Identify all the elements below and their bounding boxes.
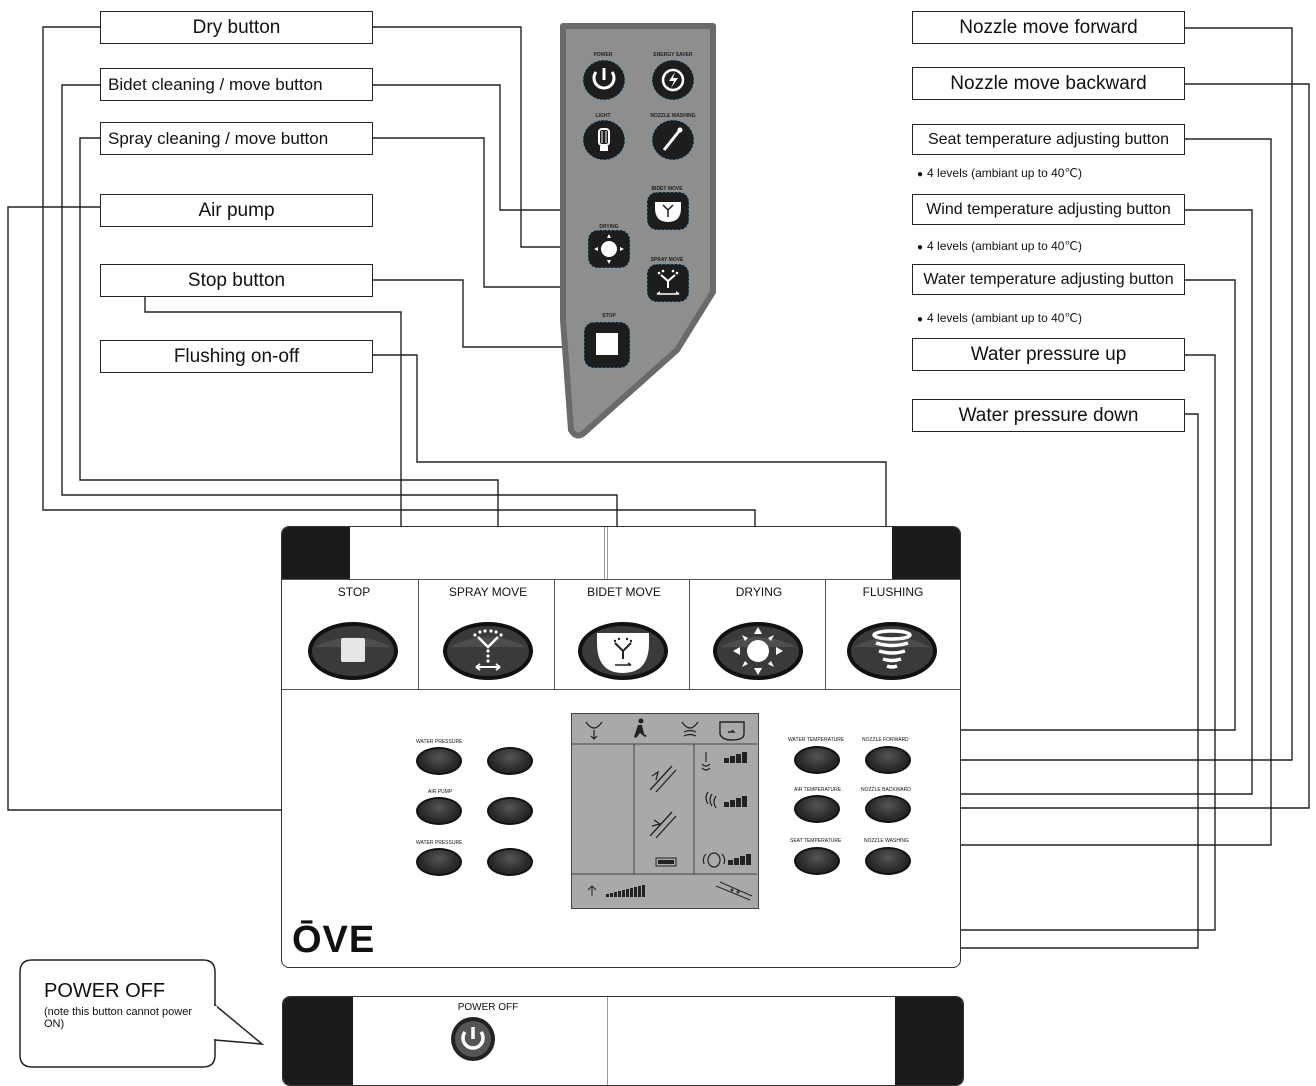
- panel-label-air-pump: AIR PUMP: [428, 789, 453, 795]
- power-panel: POWER OFF: [282, 996, 964, 1086]
- main-control-panel: STOP SPRAY MOVE BIDET MOVE DRYING FLUSHI…: [281, 526, 961, 968]
- panel-air-temperature-button[interactable]: [794, 795, 840, 823]
- note-seat: ●4 levels (ambiant up to 40℃): [917, 166, 1082, 180]
- power-off-button[interactable]: [450, 1016, 496, 1062]
- panel-label-nozzle-backward: NOZZLE BACKWARD: [861, 787, 911, 793]
- remote-label-stop: STOP: [602, 313, 616, 319]
- col-label-bidet-move: BIDET MOVE: [587, 585, 661, 599]
- lcd-icons: [572, 718, 757, 901]
- remote-bidet-move-button[interactable]: [645, 190, 691, 232]
- callout-pointer: [214, 1003, 265, 1045]
- lcd-nozzle-icon: [715, 881, 753, 901]
- lcd-nozzle-backward-icon: [649, 811, 677, 839]
- panel-label-air-temperature: AIR TEMPERATURE: [794, 787, 842, 793]
- callout-note: (note this button cannot power ON): [44, 1006, 192, 1030]
- lcd-seat-temp-icon: [702, 852, 726, 868]
- power-off-label: POWER OFF: [457, 1002, 519, 1013]
- panel-nozzle-backward-button[interactable]: [865, 795, 911, 823]
- lcd-bidet-icon: [585, 721, 603, 740]
- lcd-seat-temp-level: [728, 854, 751, 865]
- lcd-water-temp-level: [724, 752, 747, 763]
- col-label-flushing: FLUSHING: [862, 585, 924, 599]
- label-air-pump: Air pump: [100, 194, 373, 227]
- panel-corner-right: [892, 527, 960, 579]
- col-label-stop: STOP: [337, 585, 371, 599]
- callout-title: POWER OFF: [44, 980, 166, 1002]
- lcd-drying-icon: [681, 721, 699, 737]
- label-spray-button: Spray cleaning / move button: [100, 122, 373, 155]
- label-nozzle-backward: Nozzle move backward: [912, 67, 1185, 100]
- remote-stop-button[interactable]: [582, 320, 632, 370]
- panel-bidet-move-button[interactable]: [577, 621, 669, 681]
- lcd-display: [571, 713, 759, 909]
- remote-spray-move-button[interactable]: [645, 262, 691, 304]
- label-stop-button: Stop button: [100, 264, 373, 297]
- note-water: ●4 levels (ambiant up to 40℃): [917, 311, 1082, 325]
- label-pressure-down: Water pressure down: [912, 399, 1185, 432]
- panel-label-nozzle-forward: NOZZLE FORWARD: [862, 737, 909, 743]
- brand-logo: ŌVE: [292, 919, 376, 961]
- panel-water-pressure-right-1[interactable]: [487, 747, 533, 775]
- label-flushing: Flushing on-off: [100, 340, 373, 373]
- label-pressure-up: Water pressure up: [912, 338, 1185, 371]
- lcd-pressure-level: [606, 885, 645, 897]
- lcd-air-temp-icon: [705, 791, 717, 809]
- leader-stop: [373, 279, 584, 348]
- label-seat-temperature: Seat temperature adjusting button: [912, 124, 1185, 155]
- panel-seat-temperature-button[interactable]: [794, 847, 840, 875]
- panel-nozzle-forward-button[interactable]: [865, 746, 911, 774]
- panel-water-temperature-button[interactable]: [794, 746, 840, 774]
- panel-air-pump-button[interactable]: [416, 797, 462, 825]
- panel-nozzle-washing-button[interactable]: [865, 847, 911, 875]
- panel-drying-button[interactable]: [712, 621, 804, 681]
- power-panel-corner-left: [283, 997, 353, 1085]
- remote-power-button[interactable]: [581, 58, 627, 102]
- col-label-drying: DRYING: [735, 585, 783, 599]
- lcd-battery-icon: [655, 857, 677, 867]
- panel-air-pump-right[interactable]: [487, 797, 533, 825]
- lcd-water-temp-icon: [701, 752, 711, 771]
- panel-corner-left: [282, 527, 350, 579]
- label-water-temperature: Water temperature adjusting button: [912, 264, 1185, 295]
- power-panel-corner-right: [895, 997, 963, 1085]
- lcd-pressure-icon: [587, 885, 597, 896]
- leader-nozzle-backward: [921, 83, 1310, 809]
- remote-nozzle-washing-button[interactable]: [650, 118, 696, 162]
- panel-label-water-pressure-bottom: WATER PRESSURE: [416, 840, 463, 846]
- remote-drying-button[interactable]: [586, 228, 632, 270]
- panel-label-seat-temperature: SEAT TEMPERATURE: [790, 838, 842, 844]
- panel-water-pressure-up-button[interactable]: [416, 747, 462, 775]
- panel-spray-move-button[interactable]: [442, 621, 534, 681]
- label-bidet-button: Bidet cleaning / move button: [100, 68, 373, 101]
- panel-stop-button[interactable]: [307, 621, 399, 681]
- lcd-air-temp-level: [724, 796, 747, 807]
- panel-water-pressure-down-button[interactable]: [416, 848, 462, 876]
- lcd-seat-icon: [719, 721, 745, 741]
- panel-flushing-button[interactable]: [846, 621, 938, 681]
- note-wind: ●4 levels (ambiant up to 40℃): [917, 239, 1082, 253]
- lcd-person-icon: [634, 718, 647, 738]
- label-nozzle-forward: Nozzle move forward: [912, 11, 1185, 44]
- lcd-nozzle-forward-icon: [649, 765, 677, 793]
- panel-label-water-temperature: WATER TEMPERATURE: [788, 737, 845, 743]
- label-wind-temperature: Wind temperature adjusting button: [912, 194, 1185, 225]
- remote-energy-saver-button[interactable]: [650, 58, 696, 102]
- leader-bidet-panel: [61, 84, 618, 580]
- label-dry-button: Dry button: [100, 11, 373, 44]
- remote-light-button[interactable]: [581, 118, 627, 162]
- col-label-spray-move: SPRAY MOVE: [448, 585, 528, 599]
- panel-label-nozzle-washing: NOZZLE WASHING: [864, 838, 909, 844]
- panel-water-pressure-right-2[interactable]: [487, 848, 533, 876]
- panel-label-water-pressure-top: WATER PRESSURE: [416, 739, 463, 745]
